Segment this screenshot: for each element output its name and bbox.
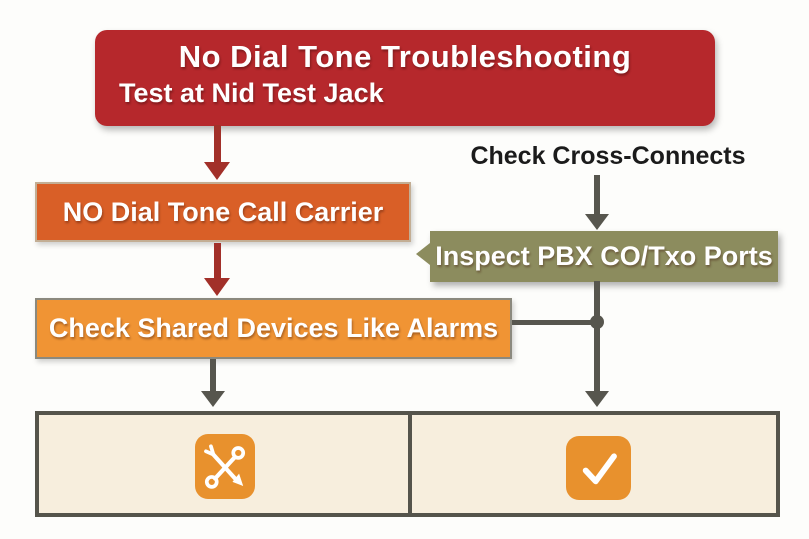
cross-connects-label: Check Cross-Connects bbox=[470, 142, 746, 170]
node-shared-devices-label: Check Shared Devices Like Alarms bbox=[48, 313, 499, 343]
arrow-gray-left-head bbox=[201, 391, 225, 407]
checkmark-glyph bbox=[582, 453, 617, 485]
crossed-tools-icon bbox=[195, 434, 255, 499]
arrow-red-2-head bbox=[204, 278, 230, 296]
arrow-red-1-head bbox=[204, 162, 230, 180]
arrow-gray-right-head bbox=[585, 391, 609, 407]
arrow-red-1-shaft bbox=[214, 125, 221, 163]
arrow-red-2-shaft bbox=[214, 243, 221, 279]
node-shared-devices: Check Shared Devices Like Alarms bbox=[35, 298, 512, 359]
node-call-carrier-label: NO Dial Tone Call Carrier bbox=[62, 196, 384, 227]
arrow-gray-1-shaft bbox=[594, 175, 600, 215]
arrow-gray-right-shaft bbox=[594, 281, 600, 392]
header-box: No Dial Tone Troubleshooting Test at Nid… bbox=[95, 30, 715, 126]
crossed-tools-glyph bbox=[204, 443, 246, 489]
checkmark-icon bbox=[566, 436, 631, 500]
node-inspect-pbx: Inspect PBX CO/Txo Ports bbox=[416, 231, 778, 282]
page-title: No Dial Tone Troubleshooting bbox=[178, 39, 632, 74]
outcome-panel bbox=[35, 411, 780, 517]
outcome-panel-divider bbox=[408, 415, 412, 513]
arrow-gray-left-shaft bbox=[210, 359, 216, 392]
page-subtitle: Test at Nid Test Jack bbox=[119, 78, 384, 108]
arrow-gray-1-head bbox=[585, 214, 609, 230]
callout-tip bbox=[416, 243, 430, 265]
node-call-carrier: NO Dial Tone Call Carrier bbox=[35, 182, 411, 242]
connector-horizontal bbox=[512, 320, 598, 325]
node-inspect-pbx-label: Inspect PBX CO/Txo Ports bbox=[435, 241, 773, 271]
